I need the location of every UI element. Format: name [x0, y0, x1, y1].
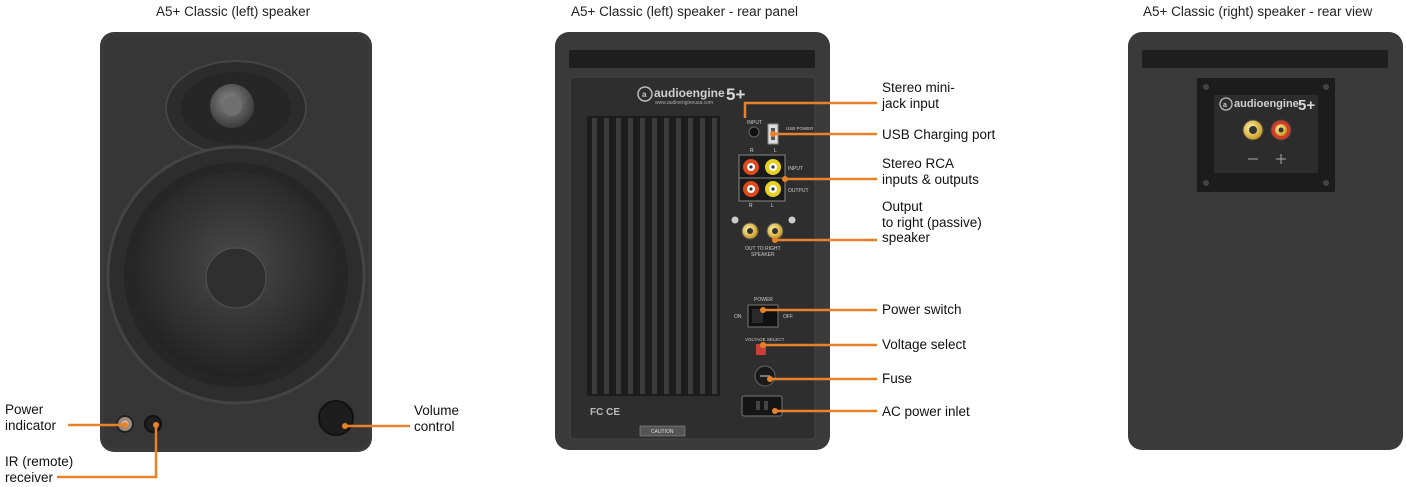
svg-text:VOLTAGE SELECT: VOLTAGE SELECT: [745, 337, 785, 342]
svg-text:a: a: [1223, 102, 1227, 109]
heatsink-fin: [628, 118, 633, 394]
rca-output-r[interactable]: [743, 181, 759, 197]
heatsink-fin: [688, 118, 693, 394]
svg-text:OFF: OFF: [783, 314, 793, 320]
rear-right-speaker: a audioengine 5+: [1128, 32, 1403, 450]
mini-jack-port[interactable]: [748, 126, 760, 138]
label-mini-jack: Stereo mini- jack input: [882, 80, 955, 111]
label-usb: USB Charging port: [882, 127, 996, 142]
svg-text:L: L: [774, 148, 777, 154]
label-volume-control: Volume control: [414, 403, 460, 434]
right-model: 5+: [1298, 97, 1315, 114]
right-binding-post-neg[interactable]: [1242, 119, 1264, 141]
heatsink-fin: [604, 118, 609, 394]
heatsink-fin: [676, 118, 681, 394]
out-to-right-post-neg[interactable]: [741, 222, 759, 240]
label-output-right: Output to right (passive) speaker: [882, 199, 982, 245]
label-ac-inlet: AC power inlet: [882, 404, 970, 419]
right-binding-post-pos[interactable]: [1270, 119, 1292, 141]
front-speaker-title: A5+ Classic (left) speaker: [156, 4, 311, 19]
heatsink-fin: [700, 118, 705, 394]
panel-brand: audioengine: [654, 86, 725, 100]
heatsink-fin: [640, 118, 645, 394]
heatsink-fin: [592, 118, 597, 394]
out-to-right-post-pos[interactable]: [766, 222, 784, 240]
rca-output-l[interactable]: [765, 181, 781, 197]
rear-panel-left: a audioengine 5+ www.audioengineusa.com …: [555, 32, 877, 450]
svg-text:ON: ON: [734, 314, 742, 320]
svg-text:CAUTION: CAUTION: [651, 429, 674, 435]
svg-text:FC CE: FC CE: [590, 407, 620, 418]
svg-text:INPUT: INPUT: [788, 166, 803, 172]
svg-text:a: a: [642, 90, 647, 99]
heatsink: [587, 116, 720, 396]
rear-slot: [569, 50, 815, 68]
svg-text:R: R: [749, 203, 753, 209]
label-voltage-select: Voltage select: [882, 337, 967, 352]
label-power-switch: Power switch: [882, 302, 962, 317]
dust-cap: [205, 247, 267, 309]
rear-panel-title: A5+ Classic (left) speaker - rear panel: [571, 4, 798, 19]
panel-url: www.audioengineusa.com: [655, 100, 713, 106]
volume-knob[interactable]: [318, 400, 354, 436]
right-speaker-title: A5+ Classic (right) speaker - rear view: [1143, 4, 1373, 19]
svg-text:INPUT: INPUT: [747, 120, 762, 126]
rca-input-l[interactable]: [765, 159, 781, 175]
leader-ir-receiver: [57, 425, 158, 479]
svg-text:POWER: POWER: [754, 297, 773, 303]
svg-text:L: L: [771, 203, 774, 209]
leader-mini-jack: [743, 101, 877, 118]
heatsink-fin: [616, 118, 621, 394]
heatsink-fin: [652, 118, 657, 394]
svg-text:OUT TO RIGHT: OUT TO RIGHT: [745, 246, 781, 252]
right-rear-slot: [1142, 50, 1388, 68]
svg-text:USB POWER: USB POWER: [786, 126, 814, 131]
rca-input-r[interactable]: [743, 159, 759, 175]
label-rca: Stereo RCA inputs & outputs: [882, 156, 979, 187]
svg-text:OUTPUT: OUTPUT: [788, 188, 809, 194]
heatsink-fin: [664, 118, 669, 394]
heatsink-fin: [712, 118, 717, 394]
svg-text:R: R: [750, 148, 754, 154]
label-power-indicator: Power indicator: [5, 402, 57, 433]
front-speaker: [57, 32, 410, 479]
label-ir-receiver: IR (remote) receiver: [5, 454, 74, 485]
panel-model: 5+: [726, 85, 745, 104]
right-brand: audioengine: [1234, 98, 1299, 110]
svg-text:SPEAKER: SPEAKER: [751, 252, 775, 258]
label-fuse: Fuse: [882, 371, 913, 386]
voltage-select-switch[interactable]: [756, 344, 766, 355]
